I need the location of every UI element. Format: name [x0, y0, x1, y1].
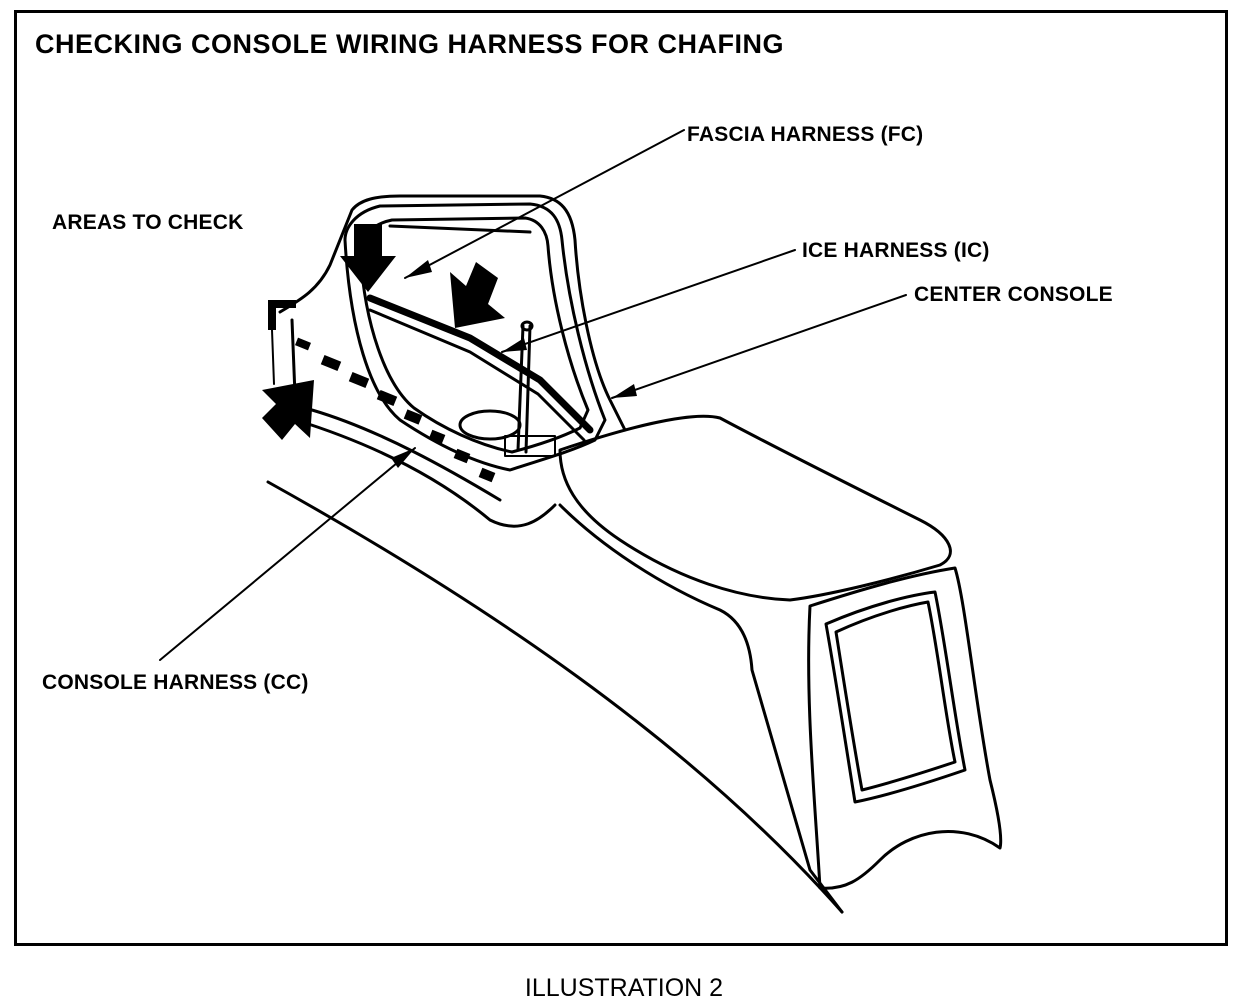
ice-leader: [501, 249, 796, 353]
harness-bundle: [366, 294, 594, 434]
figure-frame: CHECKING CONSOLE WIRING HARNESS FOR CHAF…: [14, 10, 1228, 946]
check-arrow-lower-icon: [262, 380, 314, 440]
console-harness-leader: [159, 447, 416, 661]
gear-base: [504, 435, 556, 457]
figure-caption: ILLUSTRATION 2: [524, 974, 724, 1002]
leader-lines: [159, 129, 907, 661]
check-bracket-icon: [268, 300, 296, 330]
armrest-side: [558, 503, 844, 914]
center-console-leader: [611, 294, 907, 399]
fascia-leader: [404, 129, 685, 279]
figure-title: CHECKING CONSOLE WIRING HARNESS FOR CHAF…: [35, 29, 785, 59]
console-side-outline: [278, 194, 627, 432]
armrest-top: [558, 414, 952, 602]
shroud-rail: [388, 224, 532, 234]
leader-arrowheads: [391, 260, 637, 468]
rear-panel: [807, 566, 1003, 890]
areas-to-check-label: AREAS TO CHECK: [52, 211, 244, 234]
check-arrows: [262, 224, 505, 440]
side-vents: [295, 337, 496, 483]
rear-panel-inset: [824, 590, 967, 804]
console-side-lower: [290, 318, 557, 528]
fascia-harness-label: FASCIA HARNESS (FC): [687, 123, 924, 146]
bracket-leader: [271, 329, 275, 385]
harness-bundle-edge: [368, 308, 586, 442]
console-harness-label: CONSOLE HARNESS (CC): [42, 671, 309, 694]
check-arrow-diagonal-icon: [450, 262, 505, 328]
gear-knob: [520, 320, 534, 332]
rear-panel-inset-inner: [834, 600, 957, 792]
cup-holder: [458, 409, 522, 441]
center-console-label: CENTER CONSOLE: [914, 283, 1113, 306]
shroud-inner: [358, 216, 590, 454]
check-arrow-down-icon: [340, 224, 396, 292]
floor-line: [266, 480, 844, 914]
console-lip: [310, 408, 502, 502]
ice-harness-label: ICE HARNESS (IC): [802, 239, 990, 262]
